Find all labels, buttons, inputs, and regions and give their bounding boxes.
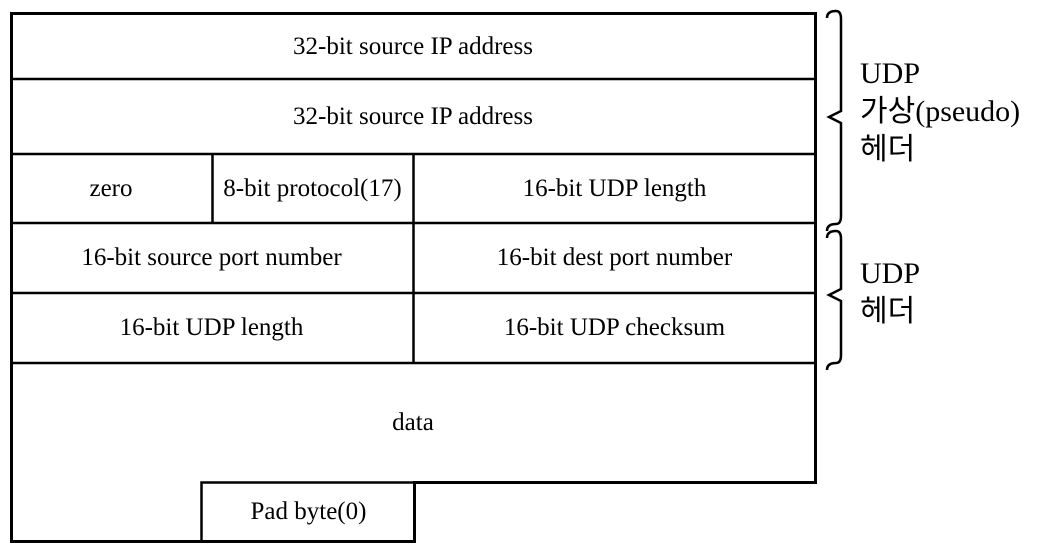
field-pad-byte: Pad byte(0) (250, 498, 367, 525)
pseudo-header-label: UDP 가상(pseudo) 헤더 (860, 55, 1020, 169)
pseudo-header-label-line1: UDP (860, 57, 921, 90)
field-udp-checksum: 16-bit UDP checksum (503, 314, 726, 341)
field-source-ip-row1: 32-bit source IP address (293, 32, 533, 60)
udp-header-brace (825, 229, 843, 371)
field-udp-length: 16-bit UDP length (119, 314, 304, 341)
pseudo-header-label-line2: 가상(pseudo) (860, 95, 1021, 128)
field-pseudo-udp-length: 16-bit UDP length (522, 174, 707, 202)
udp-header-label-line1: UDP (860, 257, 921, 290)
pseudo-header-label-line3: 헤더 (860, 133, 916, 166)
pad-byte-box-edges (200, 481, 415, 542)
field-source-ip-row2: 32-bit source IP address (293, 102, 533, 130)
pseudo-header-brace (825, 9, 843, 232)
field-data: data (392, 408, 434, 436)
field-zero: zero (89, 174, 133, 202)
field-dest-port: 16-bit dest port number (496, 244, 733, 271)
field-source-port: 16-bit source port number (81, 244, 342, 271)
udp-header-label: UDP 헤더 (860, 255, 920, 331)
udp-header-label-line2: 헤더 (860, 295, 916, 328)
field-protocol: 8-bit protocol(17) (223, 174, 402, 202)
